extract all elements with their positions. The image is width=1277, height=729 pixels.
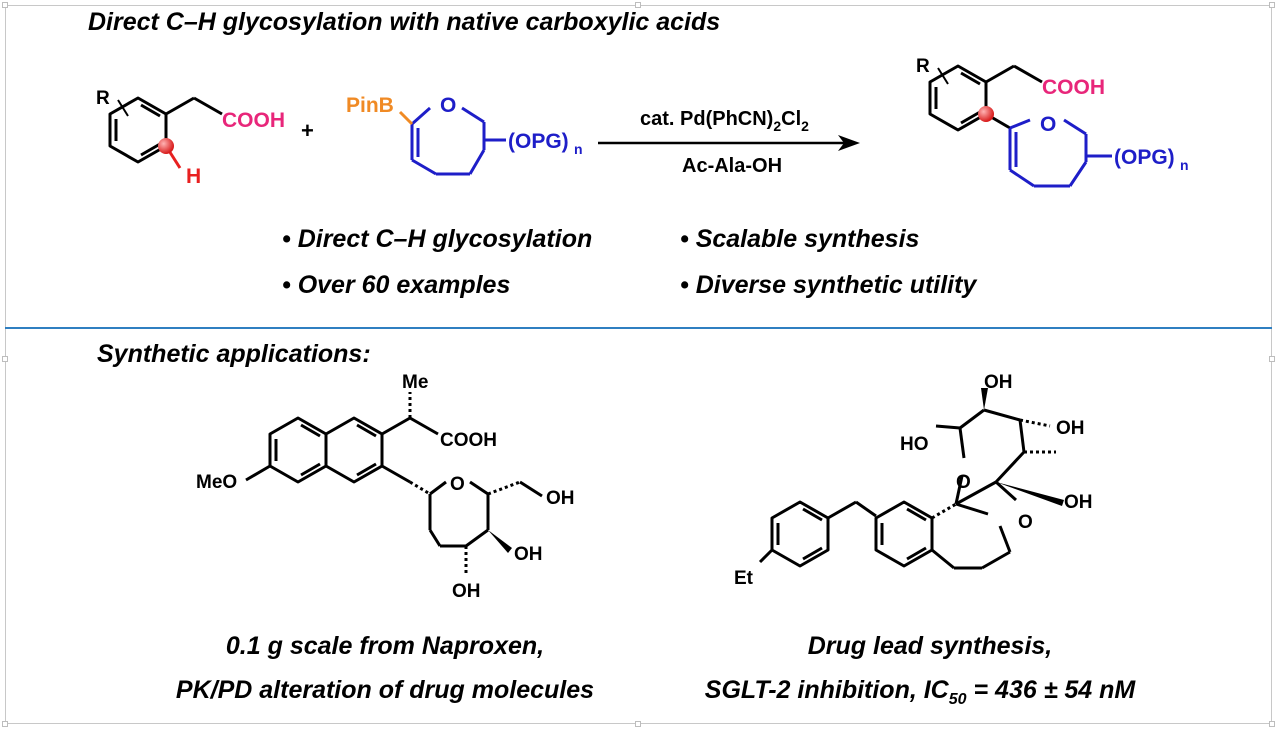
reaction-arrow bbox=[598, 135, 860, 151]
naproxen-meo: MeO bbox=[196, 472, 237, 493]
glycal-opg-label: (OPG) bbox=[508, 130, 569, 153]
reagent-line2: Ac-Ala-OH bbox=[682, 155, 782, 177]
resize-handle-bottom-mid[interactable] bbox=[635, 721, 641, 727]
resize-handle-top-left[interactable] bbox=[2, 2, 8, 8]
spiro-ring-o: O bbox=[956, 472, 971, 493]
product-R-label: R bbox=[916, 56, 930, 77]
resize-handle-mid-right[interactable] bbox=[1269, 356, 1275, 362]
bullet-direct: • Direct C–H glycosylation bbox=[282, 225, 593, 253]
heading-bottom: Synthetic applications: bbox=[97, 340, 371, 368]
product-n-label: n bbox=[1180, 157, 1189, 173]
wedge-bond-oh bbox=[488, 530, 512, 553]
naproxen-ring-o: O bbox=[450, 474, 465, 495]
spiro-oh-top: OH bbox=[984, 372, 1013, 393]
plus-sign: + bbox=[301, 118, 314, 143]
reagent-line1: cat. Pd(PhCN)2Cl2 bbox=[640, 108, 809, 134]
naproxen-oh-mid: OH bbox=[514, 544, 543, 565]
product-benzene-ring bbox=[928, 64, 988, 132]
acid-R-label: R bbox=[96, 88, 110, 109]
ethylphenyl-ring bbox=[770, 500, 830, 568]
resize-handle-bottom-left[interactable] bbox=[2, 721, 8, 727]
spiro-o: O bbox=[1018, 512, 1033, 533]
spiro-glycoside bbox=[758, 408, 1056, 570]
naphthalene-right-ring bbox=[324, 416, 384, 484]
arylacetic-acid bbox=[108, 96, 223, 169]
reactive-site-dot bbox=[158, 138, 174, 154]
product-opg-label: (OPG) bbox=[1114, 146, 1175, 169]
acid-cooh-label: COOH bbox=[222, 109, 285, 132]
product-dot bbox=[978, 106, 994, 122]
heading-top: Direct C–H glycosylation with native car… bbox=[88, 8, 721, 36]
naphthalene-left-ring bbox=[268, 416, 328, 484]
naproxen-cooh: COOH bbox=[440, 430, 497, 451]
caption-right-line1: Drug lead synthesis, bbox=[807, 632, 1053, 660]
spiro-ho: HO bbox=[900, 434, 929, 455]
caption-right-line2: SGLT-2 inhibition, IC50 = 436 ± 54 nM bbox=[704, 676, 1136, 708]
glycal-n-label: n bbox=[574, 141, 583, 157]
acid-benzene-ring bbox=[108, 96, 168, 164]
bullet-utility: • Diverse synthetic utility bbox=[680, 271, 977, 299]
section-divider bbox=[5, 327, 1272, 329]
caption-left-line2: PK/PD alteration of drug molecules bbox=[175, 676, 595, 704]
bullet-examples: • Over 60 examples bbox=[282, 271, 511, 299]
spiro-et: Et bbox=[734, 568, 754, 589]
bullet-scalable: • Scalable synthesis bbox=[680, 225, 920, 253]
product-O-label: O bbox=[1040, 113, 1056, 136]
wedge-bond-oh-top bbox=[981, 388, 988, 410]
glycal-pinb-label: PinB bbox=[346, 94, 394, 117]
wedge-bond-oh-lower bbox=[996, 482, 1064, 506]
product-cooh-label: COOH bbox=[1042, 76, 1105, 99]
resize-handle-top-mid[interactable] bbox=[635, 2, 641, 8]
product-sugar-ring bbox=[1008, 118, 1112, 188]
resize-handle-mid-left[interactable] bbox=[2, 356, 8, 362]
naproxen-oh-right: OH bbox=[546, 488, 575, 509]
naproxen-me: Me bbox=[402, 372, 428, 393]
glycal-O-label: O bbox=[440, 94, 456, 117]
isochroman-arene bbox=[874, 500, 934, 568]
naproxen-glycoside bbox=[245, 392, 543, 574]
spiro-oh-right: OH bbox=[1056, 418, 1085, 439]
caption-left-line1: 0.1 g scale from Naproxen, bbox=[225, 632, 545, 660]
resize-handle-top-right[interactable] bbox=[1269, 2, 1275, 8]
acid-h-label: H bbox=[186, 165, 201, 188]
spiro-oh-lower: OH bbox=[1064, 492, 1093, 513]
naproxen-oh-bottom: OH bbox=[452, 581, 481, 602]
glycal-boronate bbox=[398, 106, 506, 176]
resize-handle-bottom-right[interactable] bbox=[1269, 721, 1275, 727]
